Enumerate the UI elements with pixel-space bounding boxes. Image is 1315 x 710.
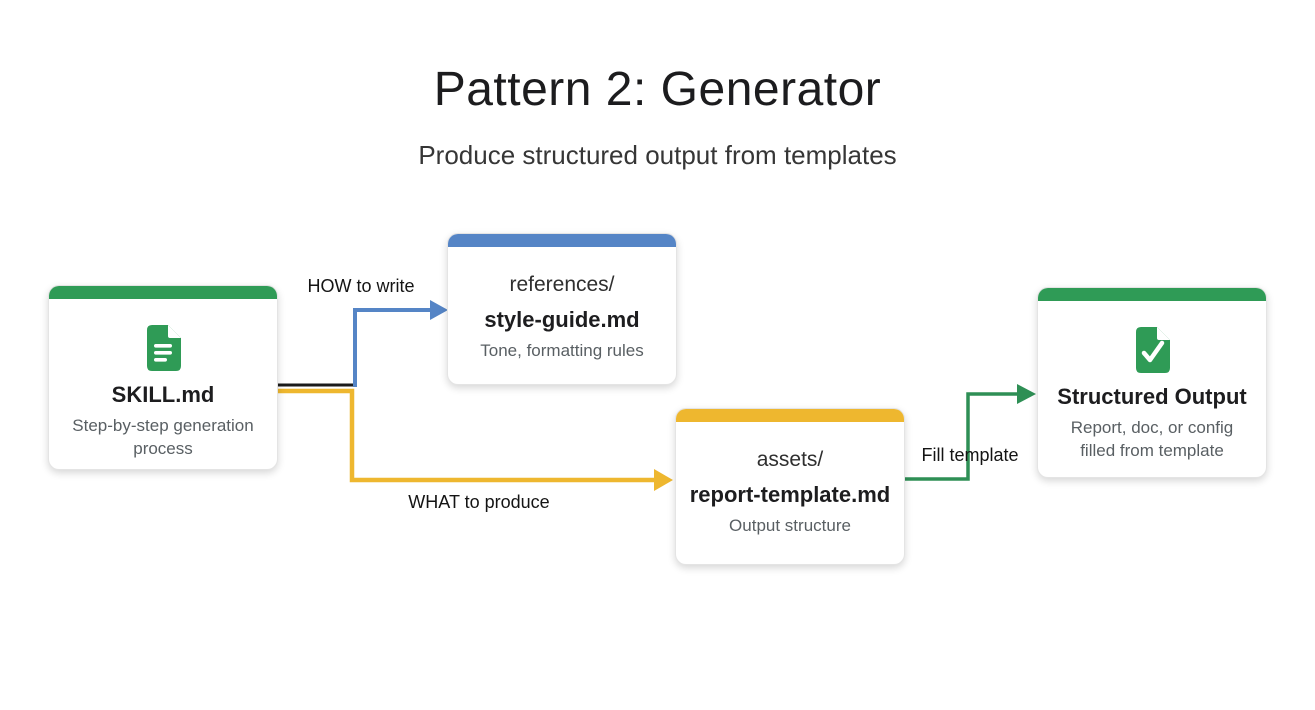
node-title: SKILL.md xyxy=(111,382,215,407)
document-check-icon xyxy=(1132,326,1172,374)
node-subtitle: Tone, formatting rules xyxy=(480,341,644,360)
node-skill-md: SKILL.md Step-by-step generation process xyxy=(48,285,278,470)
node-subtitle: Output structure xyxy=(729,516,851,535)
node-folder-path: references/ xyxy=(509,273,615,296)
node-title: style-guide.md xyxy=(484,307,640,332)
accent-bar-yellow xyxy=(676,409,904,422)
node-references-style-guide: references/ style-guide.md Tone, formatt… xyxy=(447,233,677,385)
accent-bar-green xyxy=(1038,288,1266,301)
document-lines-icon xyxy=(143,324,183,372)
node-assets-report-template: assets/ report-template.md Output struct… xyxy=(675,408,905,565)
edge-label-how-to-write: HOW to write xyxy=(307,276,415,296)
edge-label-what-to-produce: WHAT to produce xyxy=(408,492,550,512)
node-structured-output: Structured Output Report, doc, or config… xyxy=(1037,287,1267,478)
what-to-produce-arrow xyxy=(278,388,673,491)
accent-bar-green xyxy=(49,286,277,299)
how-to-write-arrow xyxy=(353,300,448,387)
page-subtitle: Produce structured output from templates xyxy=(418,140,897,170)
node-subtitle: Report, doc, or config filled from templ… xyxy=(1070,418,1234,460)
node-title: Structured Output xyxy=(1057,384,1247,409)
fill-template-arrow xyxy=(905,384,1036,481)
accent-bar-blue xyxy=(448,234,676,247)
node-folder-path: assets/ xyxy=(756,448,824,471)
page-title: Pattern 2: Generator xyxy=(433,63,882,116)
node-title: report-template.md xyxy=(689,482,891,507)
node-subtitle: Step-by-step generation process xyxy=(72,416,254,458)
edge-label-fill-template: Fill template xyxy=(921,445,1019,465)
